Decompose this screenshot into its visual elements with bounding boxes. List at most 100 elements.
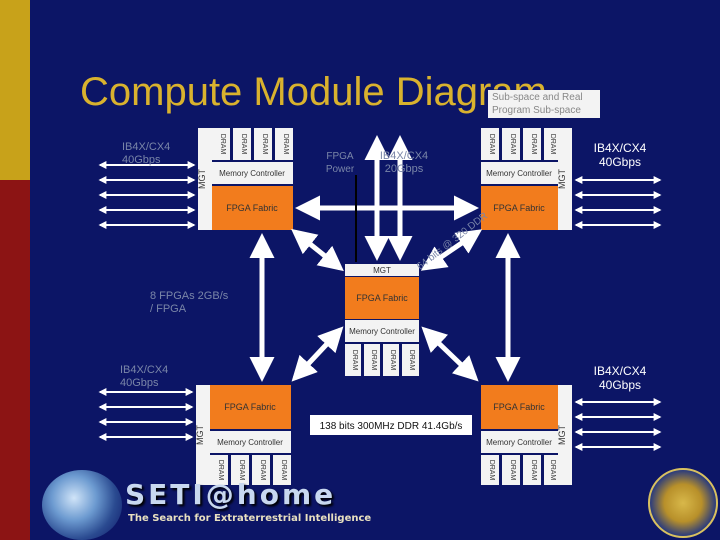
dram-chip <box>364 344 380 376</box>
dram-label: DRAM <box>509 460 516 481</box>
mgt-bar <box>198 128 212 230</box>
dram-chip <box>252 455 270 485</box>
dram-label: DRAM <box>488 460 495 481</box>
dram-chip <box>345 344 361 376</box>
fpga-fabric-label: FPGA Fabric <box>493 203 545 213</box>
dram-label: DRAM <box>351 350 358 371</box>
memory-controller <box>345 320 419 342</box>
fpga-fabric-label: FPGA Fabric <box>226 203 278 213</box>
link-diag-bl <box>291 326 344 382</box>
dram-label: DRAM <box>530 460 537 481</box>
memory-controller <box>481 162 558 184</box>
fpga-fabric-label: FPGA Fabric <box>224 402 276 412</box>
module-top-right: MGT DRAM DRAM DRAM DRAM Memory Controlle… <box>481 128 572 230</box>
memory-controller <box>210 431 291 453</box>
dram-label: DRAM <box>389 350 396 371</box>
dram-label: DRAM <box>549 134 556 155</box>
fpga-fabric-label: FPGA Fabric <box>493 402 545 412</box>
fpga-fabric <box>345 277 419 319</box>
dram-chip <box>233 128 251 160</box>
dram-label: DRAM <box>509 134 516 155</box>
dram-chip <box>254 128 272 160</box>
memory-controller-label: Memory Controller <box>486 169 552 178</box>
dram-chip <box>481 128 499 160</box>
ib-links-bottom-right <box>574 398 662 451</box>
dram-chip <box>275 128 293 160</box>
mgt-bar <box>345 264 419 276</box>
fpga-fabric-label: FPGA Fabric <box>356 293 408 303</box>
module-center: MGT FPGA Fabric Memory Controller DRAM D… <box>345 264 419 376</box>
memory-controller-label: Memory Controller <box>219 169 285 178</box>
memory-controller <box>212 162 293 184</box>
ib-links-bottom-left <box>98 388 194 441</box>
fpga-fabric <box>481 385 558 429</box>
earth-globe-logo <box>42 470 122 540</box>
ib-label-center: IB4X/CX4 20Gbps <box>379 150 429 175</box>
dram-chip <box>523 128 541 160</box>
dram-chip <box>544 128 558 160</box>
accent-stripe-top <box>0 0 30 180</box>
dram-chip <box>502 128 520 160</box>
dram-chip <box>231 455 249 485</box>
memory-controller-label: Memory Controller <box>217 438 283 447</box>
dram-label: DRAM <box>370 350 377 371</box>
link-diag-br <box>421 326 479 382</box>
university-seal-logo <box>648 468 718 538</box>
dram-label: DRAM <box>238 460 245 481</box>
ib-label-top-right: IB4X/CX4 40Gbps <box>593 141 647 169</box>
dram-label: DRAM <box>408 350 415 371</box>
dram-label: DRAM <box>217 460 224 481</box>
dram-chip <box>273 455 291 485</box>
fpga-fabric <box>210 385 291 429</box>
seti-tagline: The Search for Extraterrestrial Intellig… <box>128 513 372 524</box>
dram-chip <box>502 455 520 485</box>
dram-label: DRAM <box>240 134 247 155</box>
bus-bottom-label: 138 bits 300MHz DDR 41.4Gb/s <box>320 421 463 432</box>
memory-controller <box>481 431 558 453</box>
dram-label: DRAM <box>488 134 495 155</box>
module-top-left: MGT DRAM DRAM DRAM DRAM Memory Controlle… <box>197 128 293 230</box>
fpga-port-label: 8 FPGAs 2GB/s / FPGA <box>150 290 229 315</box>
link-diag-tl <box>291 228 344 272</box>
dram-chip <box>523 455 541 485</box>
accent-stripe-bottom <box>0 180 30 540</box>
module-bottom-right: MGT FPGA Fabric Memory Controller DRAM D… <box>481 385 572 485</box>
mgt-bar <box>558 128 572 230</box>
dram-label: DRAM <box>259 460 266 481</box>
mgt-label: MGT <box>195 425 205 445</box>
fpga-fabric <box>481 186 558 230</box>
mgt-bar <box>196 385 210 485</box>
dram-chip <box>210 455 228 485</box>
ib-links-top-left <box>98 161 196 229</box>
bus-diagonal-label: 64 bits @ 320 DDR <box>415 211 490 273</box>
dram-label: DRAM <box>219 134 226 155</box>
fpga-fabric <box>212 186 293 230</box>
dram-chip <box>544 455 558 485</box>
dram-chip <box>212 128 230 160</box>
power-label: FPGA Power <box>325 151 355 175</box>
mgt-bar <box>558 385 572 485</box>
ib-label-bottom-right: IB4X/CX4 40Gbps <box>593 364 647 392</box>
title-note-box: Sub-space and Real Program Sub-space <box>488 90 600 118</box>
slide-title: Compute Module Diagram <box>80 70 547 114</box>
seti-logo-text: SETI@home <box>125 478 337 511</box>
dram-chip <box>481 455 499 485</box>
mgt-label: MGT <box>373 266 391 275</box>
dram-label: DRAM <box>530 134 537 155</box>
ib-label-top-left: IB4X/CX4 40Gbps <box>122 141 171 166</box>
dram-chip <box>402 344 419 376</box>
mgt-label: MGT <box>557 169 567 189</box>
dram-chip <box>383 344 399 376</box>
mgt-label: MGT <box>197 169 207 189</box>
memory-controller-label: Memory Controller <box>349 327 415 336</box>
ib-links-top-right <box>574 176 662 229</box>
mgt-label: MGT <box>557 425 567 445</box>
ib-label-mid-left: IB4X/CX4 40Gbps <box>120 364 169 389</box>
dram-label: DRAM <box>261 134 268 155</box>
interconnect-arrows <box>249 135 521 382</box>
dram-label: DRAM <box>280 460 287 481</box>
memory-controller-label: Memory Controller <box>486 438 552 447</box>
module-bottom-left: MGT FPGA Fabric Memory Controller DRAM D… <box>195 385 291 485</box>
link-diag-tr <box>420 229 483 271</box>
